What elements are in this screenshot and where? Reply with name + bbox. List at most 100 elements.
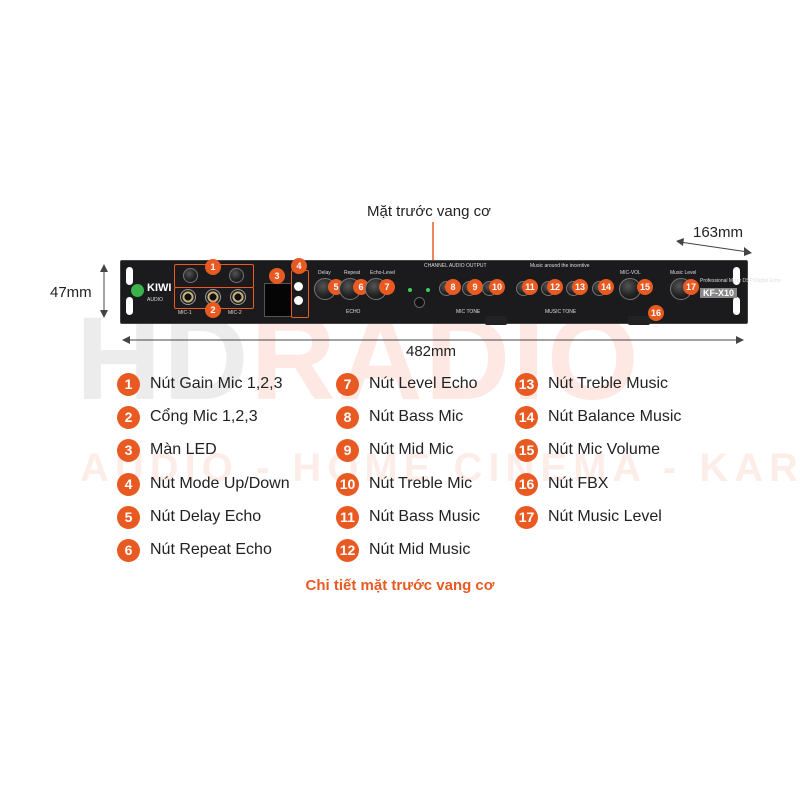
legend-label: Nút Bass Mic (369, 408, 464, 425)
kiwi-logo-icon (131, 284, 144, 297)
legend-item: 6 Nút Repeat Echo (117, 538, 272, 562)
mode-up-button[interactable] (294, 282, 303, 291)
legend-number-badge: 10 (336, 472, 359, 496)
legend-item: 17 Nút Music Level (515, 505, 662, 529)
repeat-label: Repeat (344, 270, 361, 276)
legend-label: Nút Mic Volume (548, 441, 661, 458)
rack-ear-hole-left-top (126, 267, 133, 285)
brand-subtitle: AUDIO (147, 297, 163, 303)
legend-label: Nút Bass Music (369, 508, 481, 525)
legend-label: Nút Treble Music (548, 375, 669, 392)
legend-number-badge: 16 (515, 472, 538, 496)
legend-label: Nút FBX (548, 475, 609, 492)
legend-number-badge: 9 (336, 438, 359, 462)
legend-item: 12 Nút Mid Music (336, 538, 470, 562)
legend-item: 16 Nút FBX (515, 472, 608, 496)
legend-number-badge: 15 (515, 438, 538, 462)
watermark-subtitle: AUDIO - HOME CINEMA - KARAOKE (80, 446, 800, 490)
indicator-led-1 (408, 288, 412, 292)
legend-label: Màn LED (150, 441, 217, 458)
mic-2-label: MIC-2 (228, 310, 242, 316)
legend-label: Nút Gain Mic 1,2,3 (150, 375, 283, 392)
depth-arrow-line (679, 241, 749, 253)
legend-label: Nút Balance Music (548, 408, 682, 425)
callout-9: 9 (467, 279, 483, 295)
mic-1-label: MIC-1 (178, 310, 192, 316)
mic-3-jack[interactable] (230, 289, 246, 305)
mic-tone-label: MIC TONE (456, 309, 481, 315)
depth-dimension: 163mm (693, 224, 744, 241)
legend-item: 3 Màn LED (117, 438, 217, 462)
legend-number-badge: 7 (336, 372, 359, 396)
fbx-button-center[interactable] (414, 297, 425, 308)
width-arrow-right (736, 336, 744, 344)
rack-ear-hole-left-bottom (126, 297, 133, 315)
height-arrow-top (100, 264, 108, 272)
legend-number-badge: 14 (515, 405, 538, 429)
legend-number-badge: 5 (117, 505, 140, 529)
legend-number-badge: 4 (117, 472, 140, 496)
legend-item: 10 Nút Treble Mic (336, 472, 472, 496)
legend-item: 1 Nút Gain Mic 1,2,3 (117, 372, 283, 396)
legend-number-badge: 6 (117, 538, 140, 562)
model-description: Professional Mixer DSP Digital Echo (700, 278, 781, 284)
music-around-label: Music around the incentive (530, 263, 590, 269)
legend-label: Nút Mode Up/Down (150, 475, 290, 492)
callout-14: 14 (598, 279, 614, 295)
brand-name: KIWI (147, 282, 172, 294)
mic-vol-label: MIC-VOL (620, 270, 641, 276)
fbx-foot (628, 316, 650, 325)
legend-item: 14 Nút Balance Music (515, 405, 681, 429)
music-level-label: Music Level (670, 270, 697, 276)
legend-label: Nút Repeat Echo (150, 541, 272, 558)
legend-item: 13 Nút Treble Music (515, 372, 668, 396)
callout-7: 7 (379, 279, 395, 295)
legend-number-badge: 13 (515, 372, 538, 396)
legend-number-badge: 12 (336, 538, 359, 562)
legend-number-badge: 3 (117, 438, 140, 462)
mic-1-jack[interactable] (180, 289, 196, 305)
legend-item: 5 Nút Delay Echo (117, 505, 261, 529)
legend-label: Nút Level Echo (369, 375, 478, 392)
rack-ear-hole-right-bottom (733, 297, 740, 315)
depth-arrow-left (676, 238, 684, 246)
echo-section-label: ECHO (346, 309, 361, 315)
callout-15: 15 (637, 279, 653, 295)
legend-label: Cổng Mic 1,2,3 (150, 408, 258, 425)
rack-ear-hole-right-top (733, 267, 740, 285)
gain-mic-3-knob[interactable] (229, 268, 244, 283)
callout-4: 4 (291, 258, 307, 274)
callout-1: 1 (205, 259, 221, 275)
callout-2: 2 (205, 302, 221, 318)
legend-item: 7 Nút Level Echo (336, 372, 478, 396)
gain-mic-1-knob[interactable] (183, 268, 198, 283)
legend-label: Nút Mid Mic (369, 441, 454, 458)
callout-11: 11 (522, 279, 538, 295)
mode-buttons-outline (291, 270, 309, 318)
figure-caption: Chi tiết mặt trước vang cơ (305, 577, 495, 594)
led-display (264, 283, 292, 317)
width-arrow-left (122, 336, 130, 344)
model-badge: KF-X10 (700, 288, 738, 298)
indicator-led-2 (426, 288, 430, 292)
legend-label: Nút Music Level (548, 508, 662, 525)
legend-label: Nút Delay Echo (150, 508, 262, 525)
legend-number-badge: 1 (117, 372, 140, 396)
callout-8: 8 (445, 279, 461, 295)
mode-down-button[interactable] (294, 296, 303, 305)
channel-output-label: CHANNEL AUDIO OUTPUT (424, 263, 487, 269)
depth-arrow-right (744, 247, 752, 256)
legend-label: Nút Mid Music (369, 541, 471, 558)
legend-item: 4 Nút Mode Up/Down (117, 472, 290, 496)
width-dimension: 482mm (406, 343, 457, 360)
height-arrow-bottom (100, 310, 108, 318)
callout-17: 17 (683, 279, 699, 295)
legend-item: 15 Nút Mic Volume (515, 438, 660, 462)
legend-number-badge: 17 (515, 505, 538, 529)
music-tone-label: MUSIC TONE (545, 309, 577, 315)
legend-label: Nút Treble Mic (369, 475, 473, 492)
